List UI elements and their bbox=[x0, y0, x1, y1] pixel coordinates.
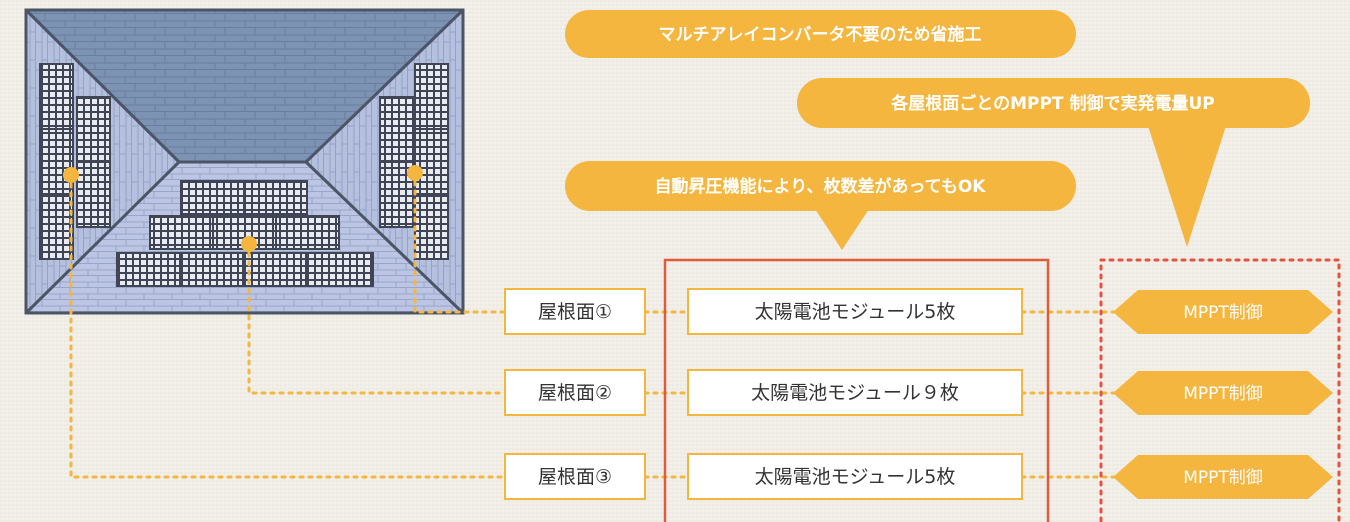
solar-panel bbox=[39, 63, 74, 130]
panels-roof-2 bbox=[116, 180, 374, 287]
wire-roof-1 bbox=[413, 171, 507, 314]
module-count-box bbox=[687, 369, 1023, 416]
module-count-box bbox=[687, 288, 1023, 335]
solar-panel bbox=[275, 215, 340, 250]
row-roof-3: 屋根面③ 太陽電池モジュール5枚 MPPT制御 bbox=[504, 453, 1333, 500]
panels-roof-1 bbox=[39, 63, 111, 260]
solar-panel bbox=[116, 252, 181, 287]
solar-panel bbox=[242, 252, 307, 287]
connection-dot-roof-1 bbox=[407, 165, 423, 181]
callout-no-converter: マルチアレイコンバータ不要のため省施工 bbox=[565, 10, 1076, 58]
row-roof-1: 屋根面① 太陽電池モジュール5枚 MPPT制御 bbox=[504, 288, 1333, 335]
solar-panel bbox=[179, 252, 244, 287]
roof-label: 屋根面② bbox=[538, 382, 612, 404]
module-count-box bbox=[687, 453, 1023, 500]
callout-mppt-each-roof-text: 各屋根面ごとのMPPT 制御で実発電量UP bbox=[890, 93, 1214, 114]
mppt-label: MPPT制御 bbox=[1183, 384, 1263, 404]
module-count-label: 太陽電池モジュール5枚 bbox=[755, 301, 956, 323]
mppt-label: MPPT制御 bbox=[1183, 468, 1263, 488]
mppt-badge bbox=[1113, 290, 1333, 334]
module-group-frame bbox=[663, 258, 1050, 522]
solar-panel bbox=[379, 96, 414, 163]
row-roof-2: 屋根面② 太陽電池モジュール９枚 MPPT制御 bbox=[504, 369, 1333, 416]
module-count-label: 太陽電池モジュール９枚 bbox=[751, 382, 959, 404]
wiring bbox=[69, 171, 1130, 479]
callout-pointer bbox=[815, 209, 869, 250]
solar-panel bbox=[39, 193, 74, 260]
roof-label-box bbox=[504, 453, 646, 500]
panels-roof-3 bbox=[379, 63, 449, 260]
solar-panel bbox=[39, 128, 74, 195]
roof-illustration bbox=[24, 8, 465, 315]
mppt-badge bbox=[1113, 371, 1333, 415]
callout-auto-boost: 自動昇圧機能により、枚数差があってもOK bbox=[565, 161, 1076, 250]
mppt-badge bbox=[1113, 455, 1333, 499]
roof-label-box bbox=[504, 369, 646, 416]
module-count-label: 太陽電池モジュール5枚 bbox=[755, 466, 956, 488]
connection-dot-roof-3 bbox=[63, 167, 79, 183]
roof-label: 屋根面③ bbox=[538, 466, 612, 488]
callout-auto-boost-text: 自動昇圧機能により、枚数差があってもOK bbox=[655, 176, 987, 197]
callout-mppt-each-roof: 各屋根面ごとのMPPT 制御で実発電量UP bbox=[797, 78, 1310, 247]
solar-panel bbox=[76, 96, 111, 163]
mppt-group-frame bbox=[1099, 258, 1341, 522]
callout-pointer bbox=[1148, 126, 1226, 247]
roof-label: 屋根面① bbox=[538, 301, 612, 323]
solar-panel bbox=[305, 252, 374, 287]
solar-panel bbox=[180, 180, 245, 215]
connection-dot-roof-2 bbox=[241, 236, 257, 252]
solar-panel bbox=[414, 63, 449, 130]
roof-face-top bbox=[26, 10, 463, 162]
mppt-label: MPPT制御 bbox=[1183, 303, 1263, 323]
wire-roof-3 bbox=[69, 173, 507, 479]
solar-panel bbox=[414, 128, 449, 195]
solar-panel bbox=[149, 215, 214, 250]
solar-panel bbox=[414, 193, 449, 260]
solar-panel bbox=[76, 161, 111, 228]
callout-no-converter-text: マルチアレイコンバータ不要のため省施工 bbox=[659, 24, 982, 45]
solar-panel bbox=[243, 180, 308, 215]
roof-label-box bbox=[504, 288, 646, 335]
